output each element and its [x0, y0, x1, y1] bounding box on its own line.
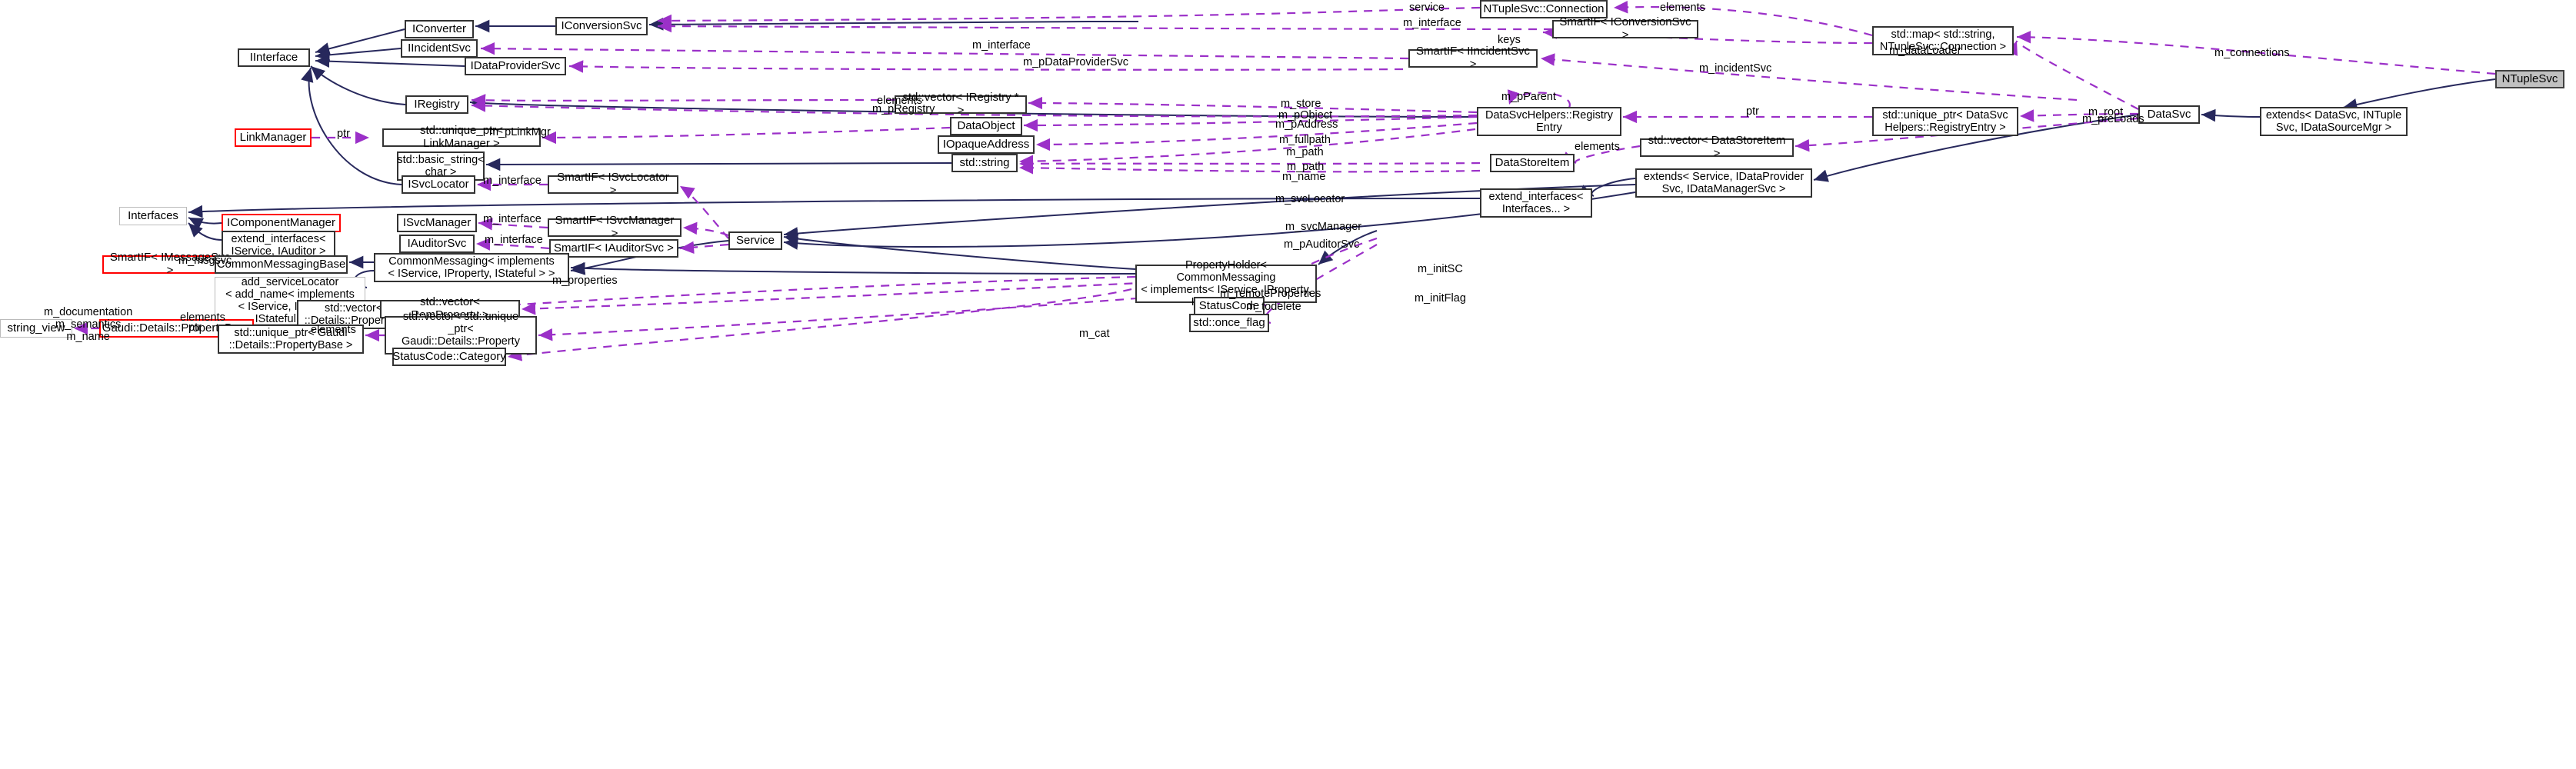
edge-label-lbl-mproperties: m_properties — [552, 275, 618, 287]
class-node-commonmsgbase[interactable]: CommonMessagingBase — [215, 255, 348, 274]
edge-label-lbl-mmsgsvc: m_msgsvc — [178, 255, 232, 267]
class-node-datasvc[interactable]: DataSvc — [2138, 105, 2200, 124]
class-node-idataprovidersvc[interactable]: IDataProviderSvc — [465, 57, 566, 75]
class-node-service[interactable]: Service — [728, 231, 782, 250]
class-node-smartif_iconvsvc[interactable]: SmartIF< IConversionSvc > — [1552, 15, 1698, 42]
edge-label-lbl-mtodelete: m_todelete — [1246, 301, 1301, 313]
class-node-smartif_isvcloc[interactable]: SmartIF< ISvcLocator > — [548, 171, 678, 197]
edge-label-lbl-mpregistry: m_pRegistry — [872, 103, 935, 115]
edge-label-lbl-mpparent: m_pParent — [1501, 91, 1556, 103]
edge-label-lbl-mstore: m_store — [1281, 98, 1321, 110]
usage-edges — [74, 1, 2496, 361]
class-node-stringview[interactable]: string_view — [0, 319, 72, 338]
class-node-uptr_linkmanager[interactable]: std::unique_ptr< LinkManager > — [382, 124, 541, 150]
edge-label-lbl-mdataloader: m_dataLoader — [1889, 45, 1961, 57]
edge-label-lbl-mconnections: m_connections — [2214, 47, 2290, 59]
class-node-iincidentsvc[interactable]: IIncidentSvc — [401, 39, 478, 58]
edge-label-lbl-ptr-1: ptr — [1746, 105, 1759, 118]
edge-label-lbl-minitflag: m_initFlag — [1415, 292, 1466, 305]
edge-label-lbl-keys: keys — [1498, 34, 1521, 46]
inheritance-edges — [188, 18, 2496, 292]
edge-label-lbl-ptr-2: ptr — [337, 128, 350, 140]
edge-label-lbl-mpobject: m_pObject — [1278, 109, 1333, 122]
edge-label-lbl-msvcmanager: m_svcManager — [1285, 221, 1362, 233]
edge-label-lbl-elements-4: elements — [180, 311, 225, 324]
class-node-interfaces[interactable]: Interfaces — [119, 207, 187, 225]
class-node-extends_datasvc[interactable]: extends< DataSvc, INTuple Svc, IDataSour… — [2260, 107, 2408, 136]
class-node-statuscode_cat[interactable]: StatusCode::Category — [392, 348, 506, 366]
class-node-smartif_iincident[interactable]: SmartIF< IIncidentSvc > — [1408, 45, 1538, 71]
edge-label-lbl-mroot: m_root — [2088, 106, 2124, 118]
edge-label-lbl-mpath: m_path — [1287, 161, 1325, 173]
class-node-stdstring[interactable]: std::string — [951, 154, 1018, 172]
edge-label-lbl-mplinkmgr: m_pLinkMgr — [489, 126, 551, 138]
edge-label-lbl-minterface-3: m_interface — [483, 175, 542, 187]
class-node-isvclocator[interactable]: ISvcLocator — [402, 175, 475, 194]
class-node-stdonce_flag[interactable]: std::once_flag — [1189, 314, 1269, 332]
class-node-iconversionsvc[interactable]: IConversionSvc — [555, 17, 648, 35]
class-node-stdmap_conn[interactable]: std::map< std::string, NTupleSvc::Connec… — [1872, 26, 2014, 55]
edge-label-lbl-mremoteproperties: m_remoteProperties — [1220, 288, 1321, 300]
class-node-registryentry[interactable]: DataSvcHelpers::Registry Entry — [1477, 107, 1621, 136]
class-node-extend_isvcaud[interactable]: extend_interfaces< IService, IAuditor > — [222, 231, 335, 260]
edge-label-lbl-elements-2: elements — [877, 95, 922, 107]
class-node-iregistry[interactable]: IRegistry — [405, 95, 468, 114]
edge-label-lbl-elements-3: elements — [1575, 141, 1620, 153]
edge-label-lbl-minterface-5: m_interface — [485, 234, 543, 246]
edge-label-lbl-msvclocator: m_svcLocator — [1275, 193, 1345, 205]
class-node-smartif_isvcmgr[interactable]: SmartIF< ISvcManager > — [548, 214, 681, 240]
edge-label-lbl-elements-1: elements — [1660, 2, 1705, 14]
edge-label-lbl-service: service — [1409, 2, 1445, 14]
class-node-iinterface[interactable]: IInterface — [238, 48, 310, 67]
edge-label-lbl-mdocumentation: m_documentation m_semantics m_name — [44, 306, 133, 343]
class-node-commonmsg_impl[interactable]: CommonMessaging< implements < IService, … — [374, 253, 569, 282]
class-node-stdvec_datastore[interactable]: std::vector< DataStoreItem > — [1640, 134, 1794, 160]
edge-label-lbl-minitsc: m_initSC — [1418, 263, 1463, 275]
edge-label-lbl-mpauditorsvc: m_pAuditorSvc — [1284, 238, 1360, 251]
class-node-dataobject[interactable]: DataObject — [950, 117, 1022, 135]
class-node-datastoreitem[interactable]: DataStoreItem — [1490, 154, 1575, 172]
class-node-iopaqueaddress[interactable]: IOpaqueAddress — [938, 135, 1035, 154]
class-node-iauditorsvc[interactable]: IAuditorSvc — [399, 235, 475, 253]
edge-label-lbl-minterface-1: m_interface — [1403, 17, 1461, 29]
edge-label-lbl-mpdataprovidersvc: m_pDataProviderSvc — [1023, 56, 1128, 68]
edge-label-lbl-mfullpath: m_fullpath m_path — [1279, 134, 1331, 158]
class-node-extends_service[interactable]: extends< Service, IDataProvider Svc, IDa… — [1635, 168, 1812, 198]
edge-label-lbl-minterface-2: m_interface — [972, 39, 1031, 52]
class-node-uptr_regentry[interactable]: std::unique_ptr< DataSvc Helpers::Regist… — [1872, 107, 2018, 136]
edge-label-lbl-minterface-4: m_interface — [483, 213, 542, 225]
edge-label-lbl-mpreloads: m_preLoads — [2082, 113, 2144, 125]
class-node-isvcmanager[interactable]: ISvcManager — [397, 214, 477, 232]
class-node-linkmanager[interactable]: LinkManager — [235, 128, 312, 147]
class-node-smartif_iaudsvc[interactable]: SmartIF< IAuditorSvc > — [549, 239, 678, 258]
class-node-stdvec_remprop[interactable]: std::vector< RemProperty > — [380, 295, 520, 321]
edge-label-lbl-elements-5: elements — [311, 324, 356, 336]
class-node-extend_ifaces[interactable]: extend_interfaces< Interfaces... > — [1480, 188, 1592, 218]
class-node-iconverter[interactable]: IConverter — [405, 20, 474, 38]
edge-label-lbl-mcat: m_cat — [1079, 328, 1110, 340]
class-node-icomponentmgr[interactable]: IComponentManager — [222, 214, 341, 232]
edge-label-lbl-mincidentsvc: m_incidentSvc — [1699, 62, 1772, 75]
class-node-propertyholder[interactable]: PropertyHolder< CommonMessaging < implem… — [1135, 259, 1317, 308]
edge-label-lbl-mpaddress: m_pAddress — [1275, 118, 1338, 131]
edge-label-lbl-ptr-3: ptr — [188, 321, 202, 334]
edge-label-lbl-mname: m_name — [1282, 171, 1326, 183]
class-node-ntuplesvcconn[interactable]: NTupleSvc::Connection — [1480, 0, 1608, 18]
class-node-ntuplesvc[interactable]: NTupleSvc — [2495, 70, 2564, 88]
